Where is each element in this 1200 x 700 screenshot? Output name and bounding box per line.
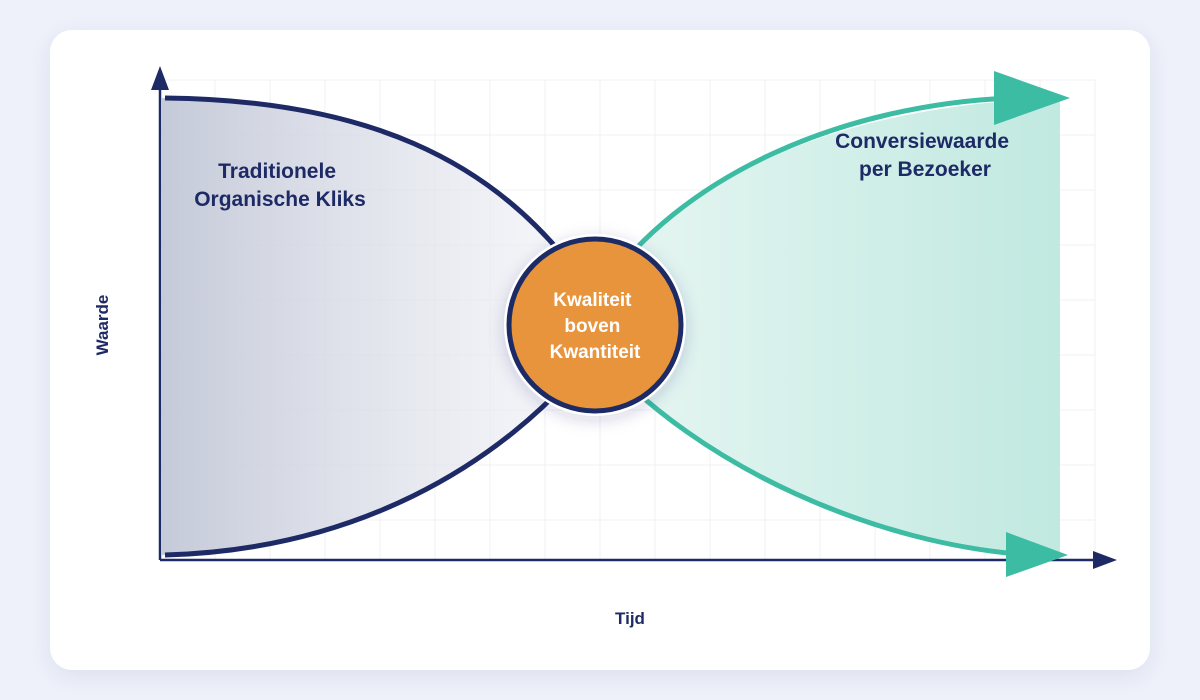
bottom-arrowhead-icon — [1006, 532, 1068, 577]
x-axis-label: Tijd — [615, 609, 645, 628]
left-top-curve — [164, 95, 598, 302]
top-arrowhead-icon — [994, 71, 1070, 125]
left-area-fill — [162, 98, 595, 555]
center-circle — [504, 234, 686, 416]
center-label: Kwaliteit boven Kwantiteit — [550, 290, 641, 363]
x-axis-arrow-icon — [1093, 551, 1117, 569]
right-label: Conversiewaarde per Bezoeker — [835, 130, 1015, 181]
y-axis-arrow-icon — [151, 66, 169, 90]
left-label: Traditionele Organische Kliks — [194, 160, 366, 211]
y-axis-label: Waarde — [93, 295, 112, 356]
right-area-fill — [595, 98, 1060, 556]
